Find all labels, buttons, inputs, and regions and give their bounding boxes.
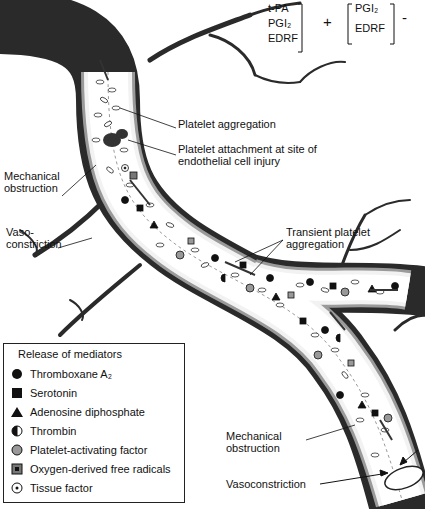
legend-row: Adenosine diphosphate (10, 402, 178, 421)
legend-symbol (10, 405, 24, 419)
legend-symbol (10, 386, 24, 400)
legend-symbol (10, 424, 24, 438)
legend-symbol (10, 443, 24, 457)
legend-text: Thrombin (30, 425, 76, 437)
legend-row: Serotonin (10, 383, 178, 402)
callout-label: Platelet aggregation (178, 118, 318, 130)
legend-row: Platelet-activating factor (10, 440, 178, 459)
legend-row: Thromboxane A₂ (10, 364, 178, 383)
legend-text: Oxygen-derived free radicals (30, 463, 171, 475)
legend-symbol (10, 462, 24, 476)
callout-label: Vaso- constriction (6, 226, 68, 250)
mediator-label: PGI₂ (355, 2, 395, 14)
mediator-label: t-PA (268, 2, 308, 14)
callout-label: Transient platelet aggregation (286, 226, 425, 250)
callout-label: Vasoconstriction (226, 478, 326, 490)
mediator-label: PGI₂ (268, 17, 308, 29)
legend-symbol (10, 481, 24, 495)
mediator-label: EDRF (355, 22, 395, 34)
callout-label: Platelet attachment at site of endotheli… (178, 143, 328, 167)
legend-text: Serotonin (30, 387, 77, 399)
legend-row: Tissue factor (10, 478, 178, 497)
callout-label: Mechanical obstruction (4, 170, 84, 194)
legend-box: Release of mediatorsThromboxane A₂ Seroto… (3, 343, 185, 503)
legend-title: Release of mediators (10, 348, 178, 364)
legend-text: Adenosine diphosphate (30, 406, 145, 418)
legend-row: Thrombin (10, 421, 178, 440)
legend-row: Oxygen-derived free radicals (10, 459, 178, 478)
legend-text: Platelet-activating factor (30, 444, 147, 456)
legend-text: Tissue factor (30, 482, 93, 494)
mediator-label: + (323, 16, 343, 28)
legend-text: Thromboxane A₂ (30, 368, 112, 380)
mediator-label: EDRF (268, 32, 308, 44)
callout-label: Mechanical obstruction (226, 430, 306, 454)
legend-symbol (10, 367, 24, 381)
mediator-label: - (402, 12, 422, 24)
